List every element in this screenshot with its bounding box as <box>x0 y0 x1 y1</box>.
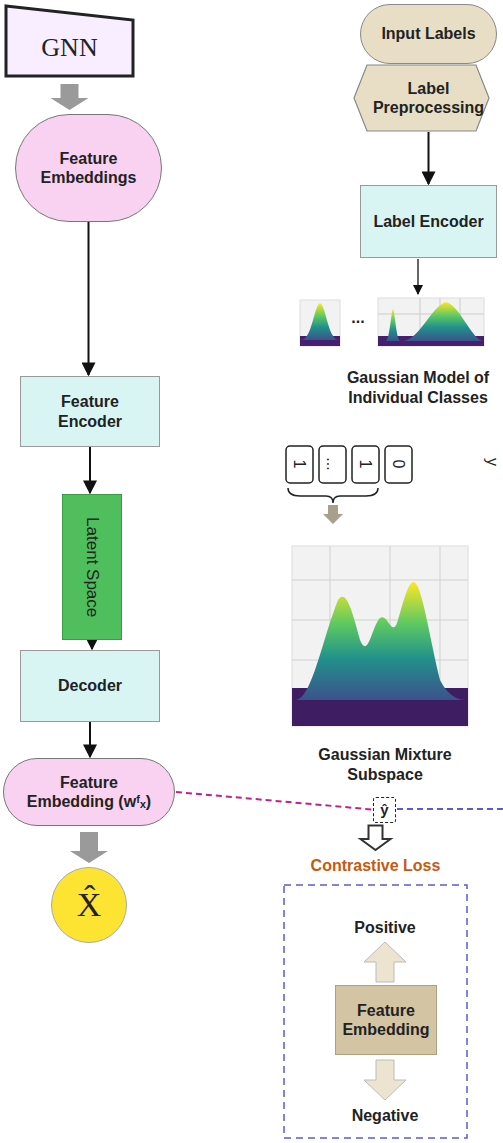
preprocess-hexagon-outline <box>353 64 490 132</box>
node-text: Feature Embeddings <box>27 149 150 187</box>
caption-label: ... <box>351 308 364 328</box>
vector-cell: 1 <box>355 460 375 469</box>
node-text: Label Preprocessing <box>367 79 490 117</box>
arrow-connector <box>91 640 93 649</box>
node-text: Label Encoder <box>373 212 483 231</box>
caption-label: Gaussian Model of Individual Classes <box>343 368 493 408</box>
brace <box>288 488 378 503</box>
input-pill: Input Labels <box>360 4 497 64</box>
label-vector <box>286 446 412 483</box>
encoder-box: Label Encoder <box>360 185 497 258</box>
vector-cell: 0 <box>388 460 408 469</box>
preprocess-hexagon: Label Preprocessing <box>353 64 503 132</box>
block-arrow <box>323 505 343 524</box>
encoder-box: Feature Encoder <box>20 376 160 447</box>
decoder-box: Decoder <box>20 650 160 722</box>
node-text: X̂ <box>77 885 102 926</box>
embedding-box: Feature Embedding <box>335 985 437 1055</box>
loss-region: Contrastive LossFeature Embedding <box>283 852 468 1140</box>
vector-cell: y <box>482 458 502 466</box>
arrow-connector <box>89 722 91 757</box>
arrow-connector <box>88 222 90 375</box>
node-text: Input Labels <box>381 24 475 43</box>
caption-label: Positive <box>354 918 415 938</box>
gaussian-plot <box>300 300 340 346</box>
leader-arrow <box>417 259 419 294</box>
output-box: ŷ <box>373 797 396 823</box>
embedding-pill: Feature Embedding (wᶠₓ) <box>3 758 175 826</box>
arrow-connector <box>361 826 391 851</box>
node-text: Feature Embedding <box>342 1001 430 1039</box>
node-text: GNN <box>41 32 97 63</box>
dashed-connector <box>176 792 372 810</box>
vector-cell: ... <box>322 457 342 470</box>
node-text: Contrastive Loss <box>311 852 441 875</box>
arrow-connector <box>89 447 91 493</box>
arrow-connector <box>428 132 430 184</box>
output-circle: X̂ <box>51 867 127 943</box>
block-arrow <box>364 942 406 982</box>
node-text: Feature Encoder <box>27 392 153 430</box>
caption-label: Gaussian Mixture Subspace <box>300 745 470 785</box>
embedding-pill: Feature Embeddings <box>15 114 162 222</box>
caption-label: Negative <box>352 1106 419 1126</box>
gaussian-mixture-plot <box>292 546 468 726</box>
dashed-line <box>397 808 503 810</box>
arrow-connector <box>51 84 89 110</box>
vector-cell: 1 <box>289 460 309 469</box>
gaussian-plot <box>378 298 484 346</box>
latent-box: Latent Space <box>62 494 122 640</box>
model-box: GNN <box>4 4 135 78</box>
block-arrow <box>364 1060 406 1100</box>
node-text: Latent Space <box>82 507 102 627</box>
node-text: Feature Embedding (wᶠₓ) <box>15 773 163 811</box>
node-text: ŷ <box>380 801 388 819</box>
arrow-connector <box>70 832 108 863</box>
node-text: Decoder <box>58 676 122 695</box>
